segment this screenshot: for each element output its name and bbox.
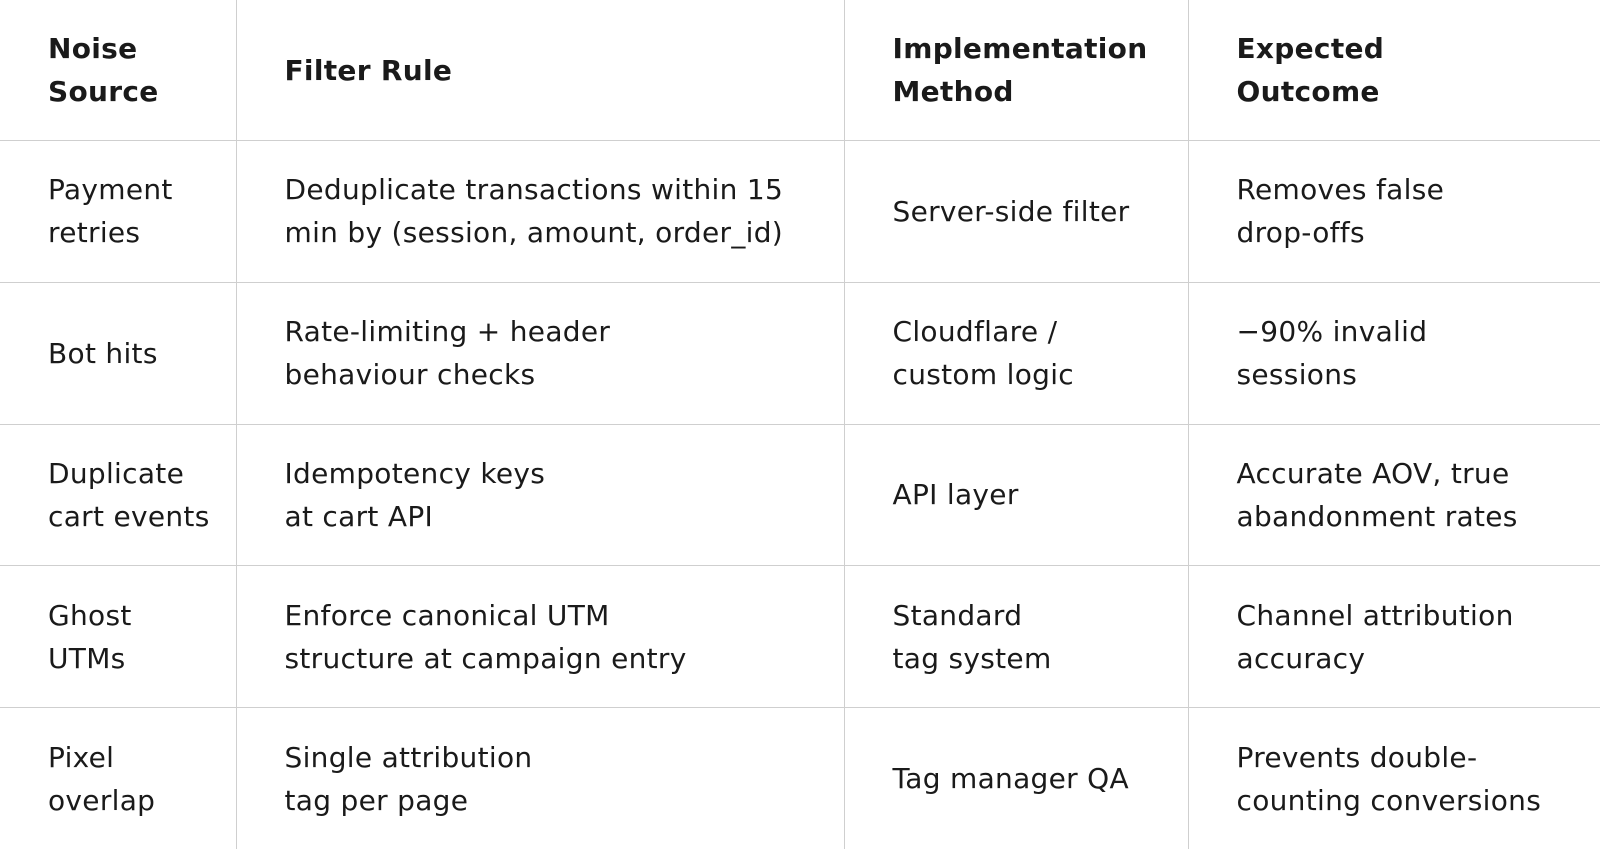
header-implementation-method: Implementation Method [843, 0, 1189, 141]
cell-expected-outcome: Removes false drop-offs [1187, 140, 1600, 283]
table-row: Pixel overlap Single attribution tag per… [0, 707, 1600, 849]
cell-noise-source: Duplicate cart events [0, 423, 237, 567]
cell-filter-rule: Single attribution tag per page [235, 707, 845, 849]
cell-noise-source: Bot hits [0, 281, 237, 425]
cell-noise-source: Ghost UTMs [0, 565, 237, 709]
header-filter-rule: Filter Rule [235, 0, 845, 141]
cell-noise-source: Payment retries [0, 140, 237, 283]
cell-implementation-method: Server-side filter [843, 140, 1189, 283]
table-row: Payment retries Deduplicate transactions… [0, 140, 1600, 283]
cell-filter-rule: Enforce canonical UTM structure at campa… [235, 565, 845, 709]
table-header-row: Noise Source Filter Rule Implementation … [0, 0, 1600, 141]
cell-expected-outcome: Prevents double- counting conversions [1187, 707, 1600, 849]
cell-expected-outcome: Channel attribution accuracy [1187, 565, 1600, 709]
cell-filter-rule: Rate-limiting + header behaviour checks [235, 281, 845, 425]
cell-expected-outcome: −90% invalid sessions [1187, 281, 1600, 425]
cell-implementation-method: Cloudflare / custom logic [843, 281, 1189, 425]
cell-filter-rule: Deduplicate transactions within 15 min b… [235, 140, 845, 283]
cell-expected-outcome: Accurate AOV, true abandonment rates [1187, 423, 1600, 567]
header-noise-source: Noise Source [0, 0, 237, 141]
header-expected-outcome: Expected Outcome [1187, 0, 1600, 141]
table-row: Ghost UTMs Enforce canonical UTM structu… [0, 565, 1600, 709]
cell-implementation-method: Tag manager QA [843, 707, 1189, 849]
table-row: Bot hits Rate-limiting + header behaviou… [0, 281, 1600, 425]
cell-implementation-method: API layer [843, 423, 1189, 567]
cell-implementation-method: Standard tag system [843, 565, 1189, 709]
table-row: Duplicate cart events Idempotency keys a… [0, 423, 1600, 567]
cell-noise-source: Pixel overlap [0, 707, 237, 849]
cell-filter-rule: Idempotency keys at cart API [235, 423, 845, 567]
